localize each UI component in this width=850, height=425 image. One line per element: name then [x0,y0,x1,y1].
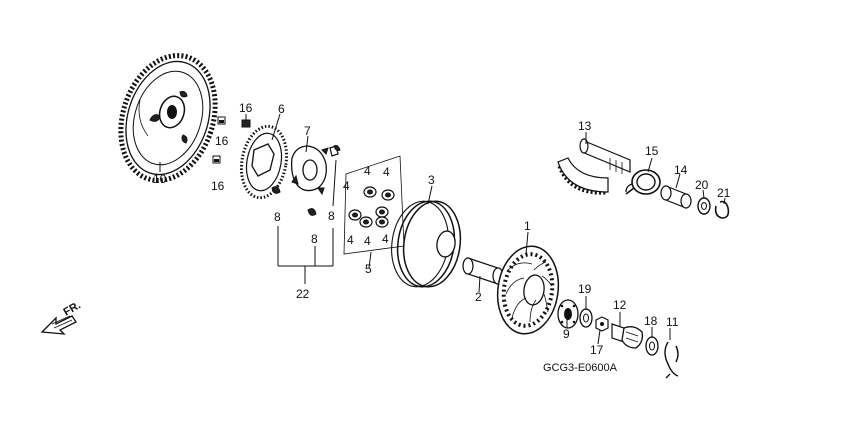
part-12-starter-pinion [611,323,644,349]
part-1-movable-face [496,245,560,335]
part-3-drive-face [391,200,462,288]
front-label: FR. [62,299,83,318]
part-4-roller [375,216,389,228]
part-8-spring-b [307,208,317,216]
label-9: 9 [563,327,570,341]
label-17: 17 [590,343,604,357]
part-19-washer [579,308,593,328]
part-4-roller [363,186,377,198]
label-15: 15 [645,144,659,158]
label-8: 8 [311,232,318,246]
label-4: 4 [364,164,371,178]
label-3: 3 [428,173,435,187]
part-8-spring-a [271,186,281,194]
part-16-bolt-top [241,114,251,128]
label-13: 13 [578,119,592,133]
label-7: 7 [304,124,311,138]
part-16-bolt-mid [217,116,226,125]
label-8: 8 [274,210,281,224]
label-2: 2 [475,290,482,304]
part-4-roller [348,209,362,221]
label-4: 4 [343,179,350,193]
label-20: 20 [695,178,709,192]
label-19: 19 [578,282,592,296]
label-1: 1 [524,219,531,233]
label-8: 8 [328,209,335,223]
label-6: 6 [278,102,285,116]
part-4-roller [381,189,395,201]
part-8-spring-c [333,145,341,151]
label-21: 21 [717,186,731,200]
label-16: 16 [215,134,229,148]
label-11: 11 [666,315,679,329]
label-22: 22 [296,287,310,301]
label-4: 4 [347,233,354,247]
label-16: 16 [211,179,225,193]
part-16-bolt-low [212,155,221,164]
front-direction-arrow: FR. [40,299,83,335]
part-labels: 10 16 16 16 6 7 8 8 8 4 4 4 4 4 4 5 3 1 … [153,101,731,374]
part-6-drive-plate [239,124,289,200]
label-18: 18 [644,314,658,328]
part-11-circlip [664,341,679,379]
part-9-washer [557,299,579,329]
label-16: 16 [239,101,253,115]
label-10: 10 [153,172,167,186]
diagram-code: GCG3-E0600A [543,362,618,374]
leader-lines [159,113,726,345]
label-4: 4 [364,234,371,248]
part-15-spring [625,169,661,195]
part-7-weight-carrier [290,145,339,196]
label-12: 12 [613,298,627,312]
part-14-bushing [660,185,692,209]
part-21-circlip [714,200,730,219]
label-14: 14 [674,163,688,177]
part-4-roller [375,206,389,218]
part-20-washer [697,197,711,215]
label-4: 4 [382,232,389,246]
part-13-kick-spindle [557,138,631,195]
part-2-collar [462,257,504,285]
part-10-ring-gear [118,53,218,183]
label-4: 4 [383,165,390,179]
part-4-roller [359,216,373,228]
part-17-nut [595,316,609,332]
part-18-washer [645,336,659,356]
label-5: 5 [365,262,372,276]
